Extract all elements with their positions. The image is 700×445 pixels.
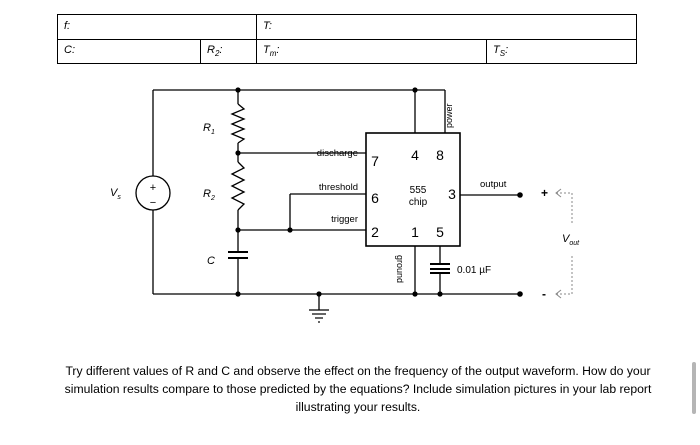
- voltage-source-icon: [135, 175, 171, 211]
- ground-pin-label: ground: [395, 255, 405, 283]
- discharge-label: discharge: [317, 148, 358, 159]
- R2-cell[interactable]: R2:: [200, 39, 256, 63]
- instructions-text: Try different values of R and C and obse…: [64, 364, 652, 414]
- vout-label: Vout: [562, 233, 580, 247]
- Ts-label: TS:: [493, 44, 509, 59]
- Tm-label: Tm:: [263, 44, 280, 59]
- junction-dot: [235, 87, 241, 93]
- vout-minus-sign: -: [542, 287, 546, 301]
- pin7-label: 7: [371, 153, 379, 169]
- capacitor-c: [228, 251, 248, 259]
- junction-dot: [235, 227, 241, 233]
- table-row: f: T:: [58, 15, 636, 40]
- pin8-label: 8: [436, 147, 444, 163]
- chip-label-555: 555: [410, 185, 427, 196]
- resistor-r1: [230, 103, 246, 144]
- T-cell[interactable]: T:: [256, 15, 636, 39]
- resistor-r2: [230, 161, 246, 211]
- chip-555-body: [365, 132, 461, 247]
- chip-label-chip: chip: [409, 197, 428, 208]
- power-label: power: [444, 103, 454, 128]
- pin2-label: 2: [371, 224, 379, 240]
- threshold-label: threshold: [319, 182, 358, 193]
- r1-label: R1: [203, 122, 215, 136]
- output-terminal-dot: [517, 192, 523, 198]
- scrollbar[interactable]: [692, 362, 696, 414]
- pin6-label: 6: [371, 190, 379, 206]
- C-cell[interactable]: C:: [58, 39, 200, 63]
- junction-dot: [412, 87, 418, 93]
- pin5-label: 5: [436, 224, 444, 240]
- f-label: f:: [64, 20, 71, 32]
- junction-dot: [316, 291, 322, 297]
- trigger-label: trigger: [331, 214, 358, 225]
- table-row: C: R2: Tm: TS:: [58, 39, 636, 63]
- pin3-label: 3: [448, 186, 456, 202]
- vs-plus-sign: +: [150, 182, 156, 194]
- Ts-cell[interactable]: TS:: [486, 39, 636, 63]
- Tm-cell[interactable]: Tm:: [256, 39, 486, 63]
- vout-plus-sign: +: [541, 186, 548, 200]
- f-cell[interactable]: f:: [58, 15, 256, 39]
- c-label: C: [207, 255, 215, 267]
- pin1-label: 1: [411, 224, 419, 240]
- parameters-table: f: T: C: R2: Tm: TS:: [57, 14, 637, 64]
- junction-dot: [235, 150, 241, 156]
- vs-minus-sign: −: [150, 197, 156, 209]
- capacitor-001uf: [430, 263, 450, 274]
- vout-indicator: [555, 188, 573, 299]
- output-label: output: [480, 179, 507, 190]
- r2-label: R2: [203, 188, 215, 202]
- vs-label: Vs: [110, 187, 121, 201]
- ground-icon: [309, 309, 329, 323]
- junction-dot: [287, 227, 293, 233]
- junction-dot: [412, 291, 418, 297]
- junction-dot: [235, 291, 241, 297]
- pin4-label: 4: [411, 147, 419, 163]
- junction-dot: [437, 291, 443, 297]
- cap-value-label: 0.01 µF: [457, 265, 491, 276]
- R2-label: R2:: [207, 44, 223, 59]
- C-label: C:: [64, 44, 75, 56]
- T-label: T:: [263, 20, 272, 32]
- ground-terminal-dot: [517, 291, 523, 297]
